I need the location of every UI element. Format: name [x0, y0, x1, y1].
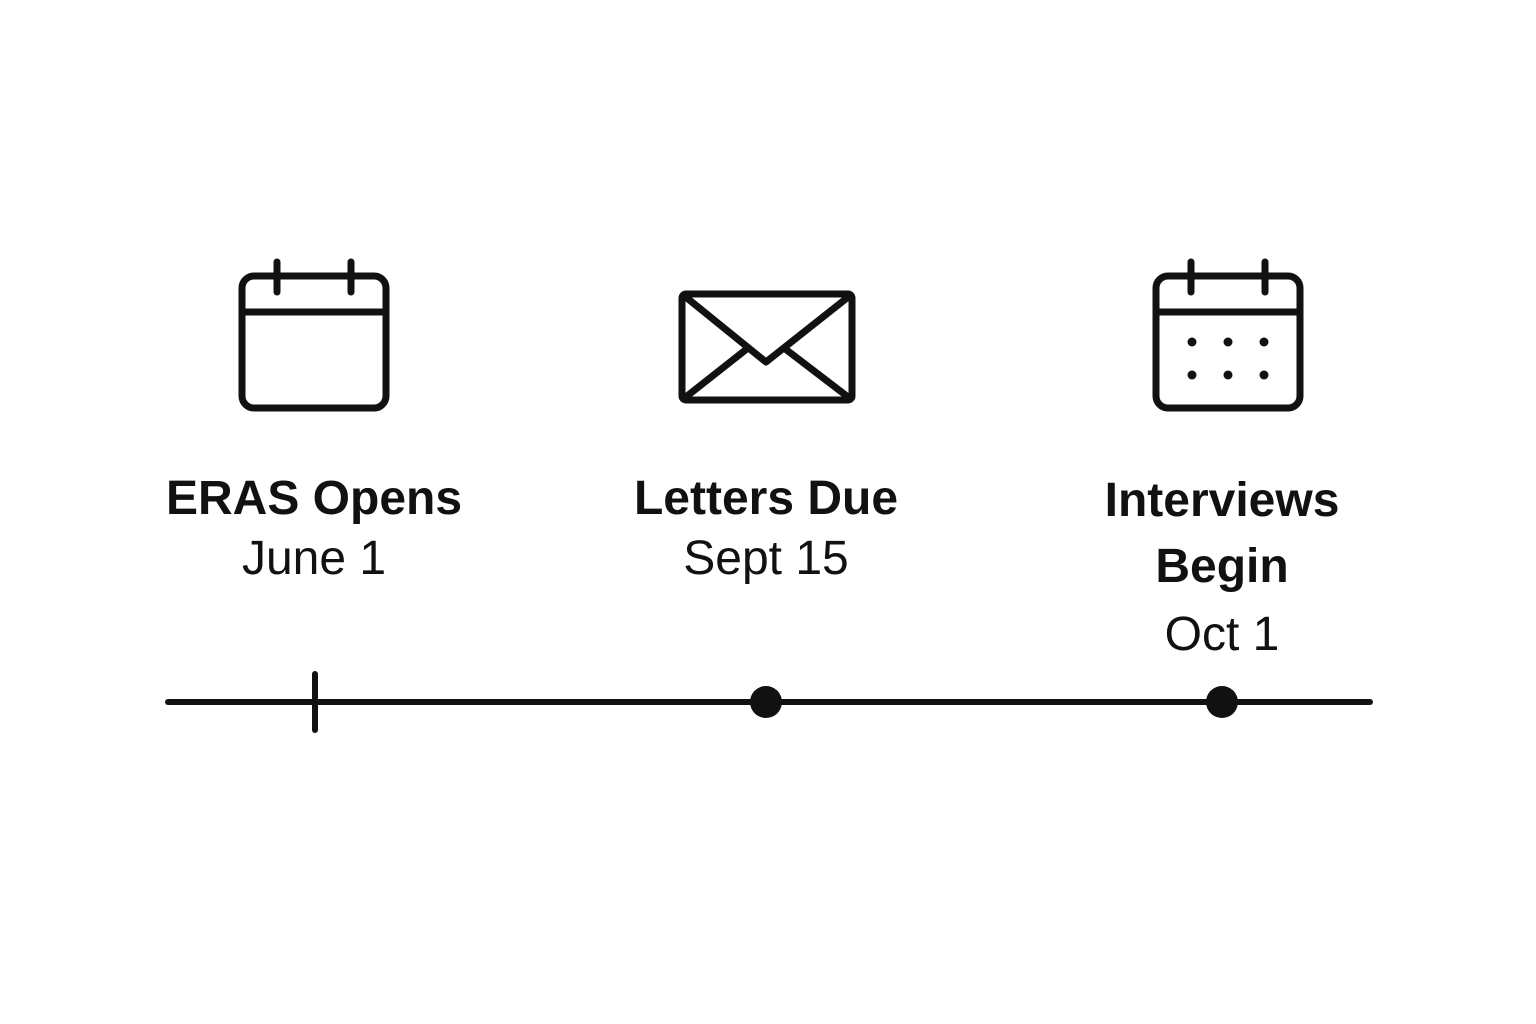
milestone-title: Interviews Begin	[1104, 474, 1340, 593]
timeline-dot-marker	[750, 686, 782, 718]
milestone-eras-opens: ERAS Opens June 1	[114, 472, 514, 596]
milestone-date: June 1	[241, 532, 387, 585]
milestone-title: Letters Due	[633, 472, 899, 525]
milestone-date: Sept 15	[683, 532, 849, 585]
calendar-dots-icon	[1152, 258, 1304, 412]
calendar-icon	[238, 258, 390, 412]
envelope-icon	[678, 290, 856, 404]
milestone-interviews-begin: Interviews Begin Oct 1	[1022, 474, 1422, 672]
timeline-dot-marker	[1206, 686, 1238, 718]
milestone-title: ERAS Opens	[165, 472, 463, 525]
milestone-letters-due: Letters Due Sept 15	[566, 472, 966, 596]
milestone-date: Oct 1	[1164, 608, 1280, 661]
